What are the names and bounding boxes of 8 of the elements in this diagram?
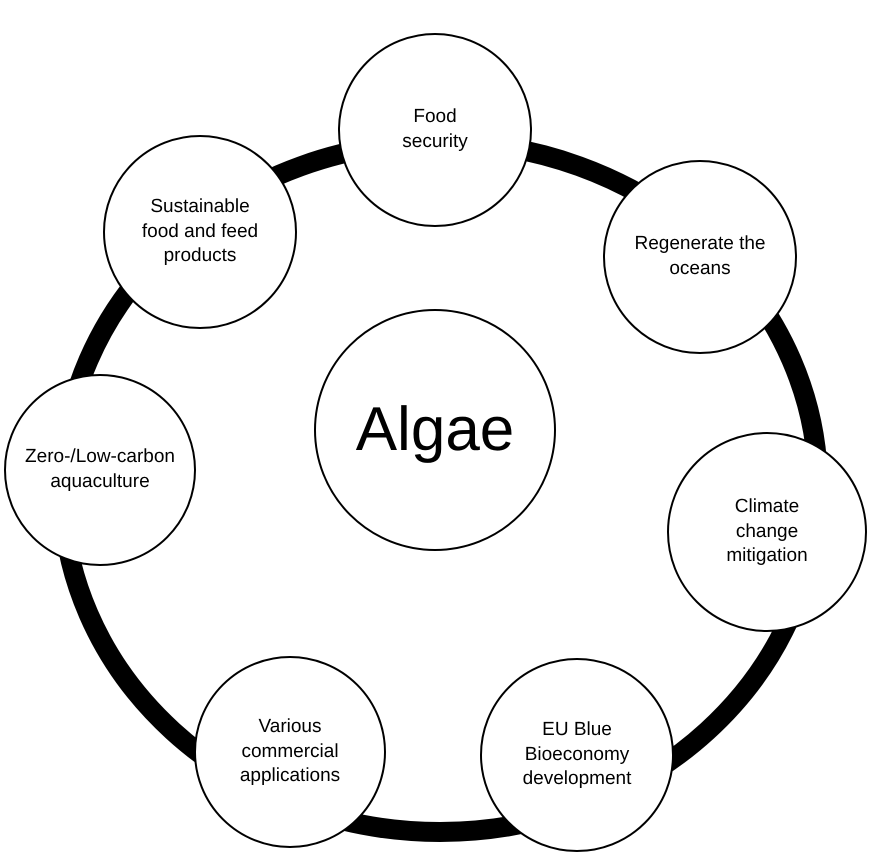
- circle-label: Algae: [356, 394, 514, 466]
- circle-label: Climate change mitigation: [725, 494, 809, 568]
- circle-label: Food security: [401, 105, 469, 154]
- circle-label: Regenerate the oceans: [634, 232, 766, 281]
- circle-label: EU Blue Bioeconomy development: [522, 718, 632, 792]
- circle-label: Sustainable food and feed products: [140, 194, 260, 268]
- circle-label: Zero-/Low-carbon aquaculture: [25, 445, 175, 494]
- circle-label: Various commercial applications: [238, 714, 342, 788]
